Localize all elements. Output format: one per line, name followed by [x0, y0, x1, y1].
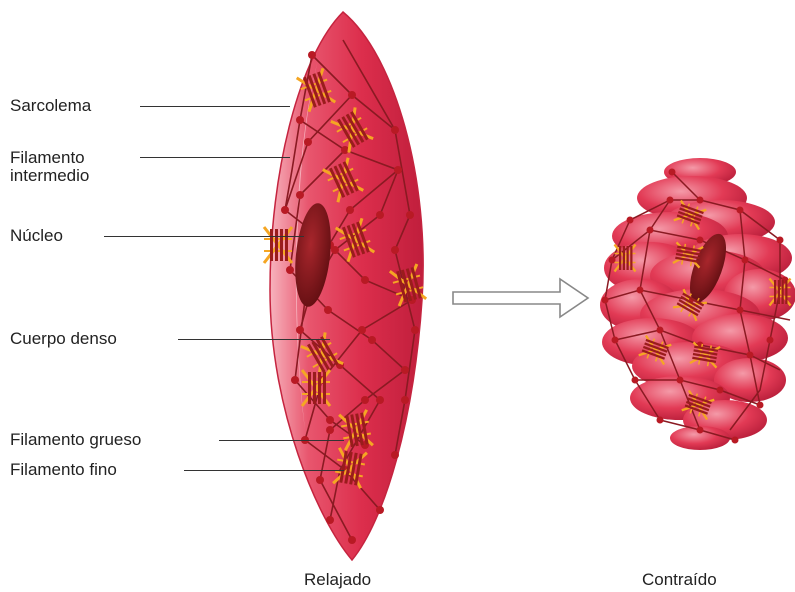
label-filamento-fino: Filamento fino	[10, 460, 117, 479]
label-cuerpo-denso: Cuerpo denso	[10, 329, 117, 348]
transition-arrow	[453, 279, 588, 317]
leader-cuerpo-denso	[178, 339, 330, 340]
label-nucleo: Núcleo	[10, 226, 63, 245]
label-filamento-grueso: Filamento grueso	[10, 430, 141, 449]
label-filamento-intermedio-2: intermedio	[10, 166, 89, 185]
caption-contraido: Contraído	[642, 570, 717, 590]
leader-nucleo	[104, 236, 304, 237]
caption-relajado: Relajado	[304, 570, 371, 590]
leader-filamento-fino	[184, 470, 344, 471]
leader-filamento-grueso	[219, 440, 344, 441]
leader-sarcolema	[140, 106, 290, 107]
label-filamento-intermedio-1: Filamento	[10, 148, 85, 167]
label-sarcolema: Sarcolema	[10, 96, 91, 115]
relaxed-cell	[264, 12, 426, 560]
contracted-cell	[600, 158, 795, 450]
leader-filamento-intermedio	[140, 157, 290, 158]
